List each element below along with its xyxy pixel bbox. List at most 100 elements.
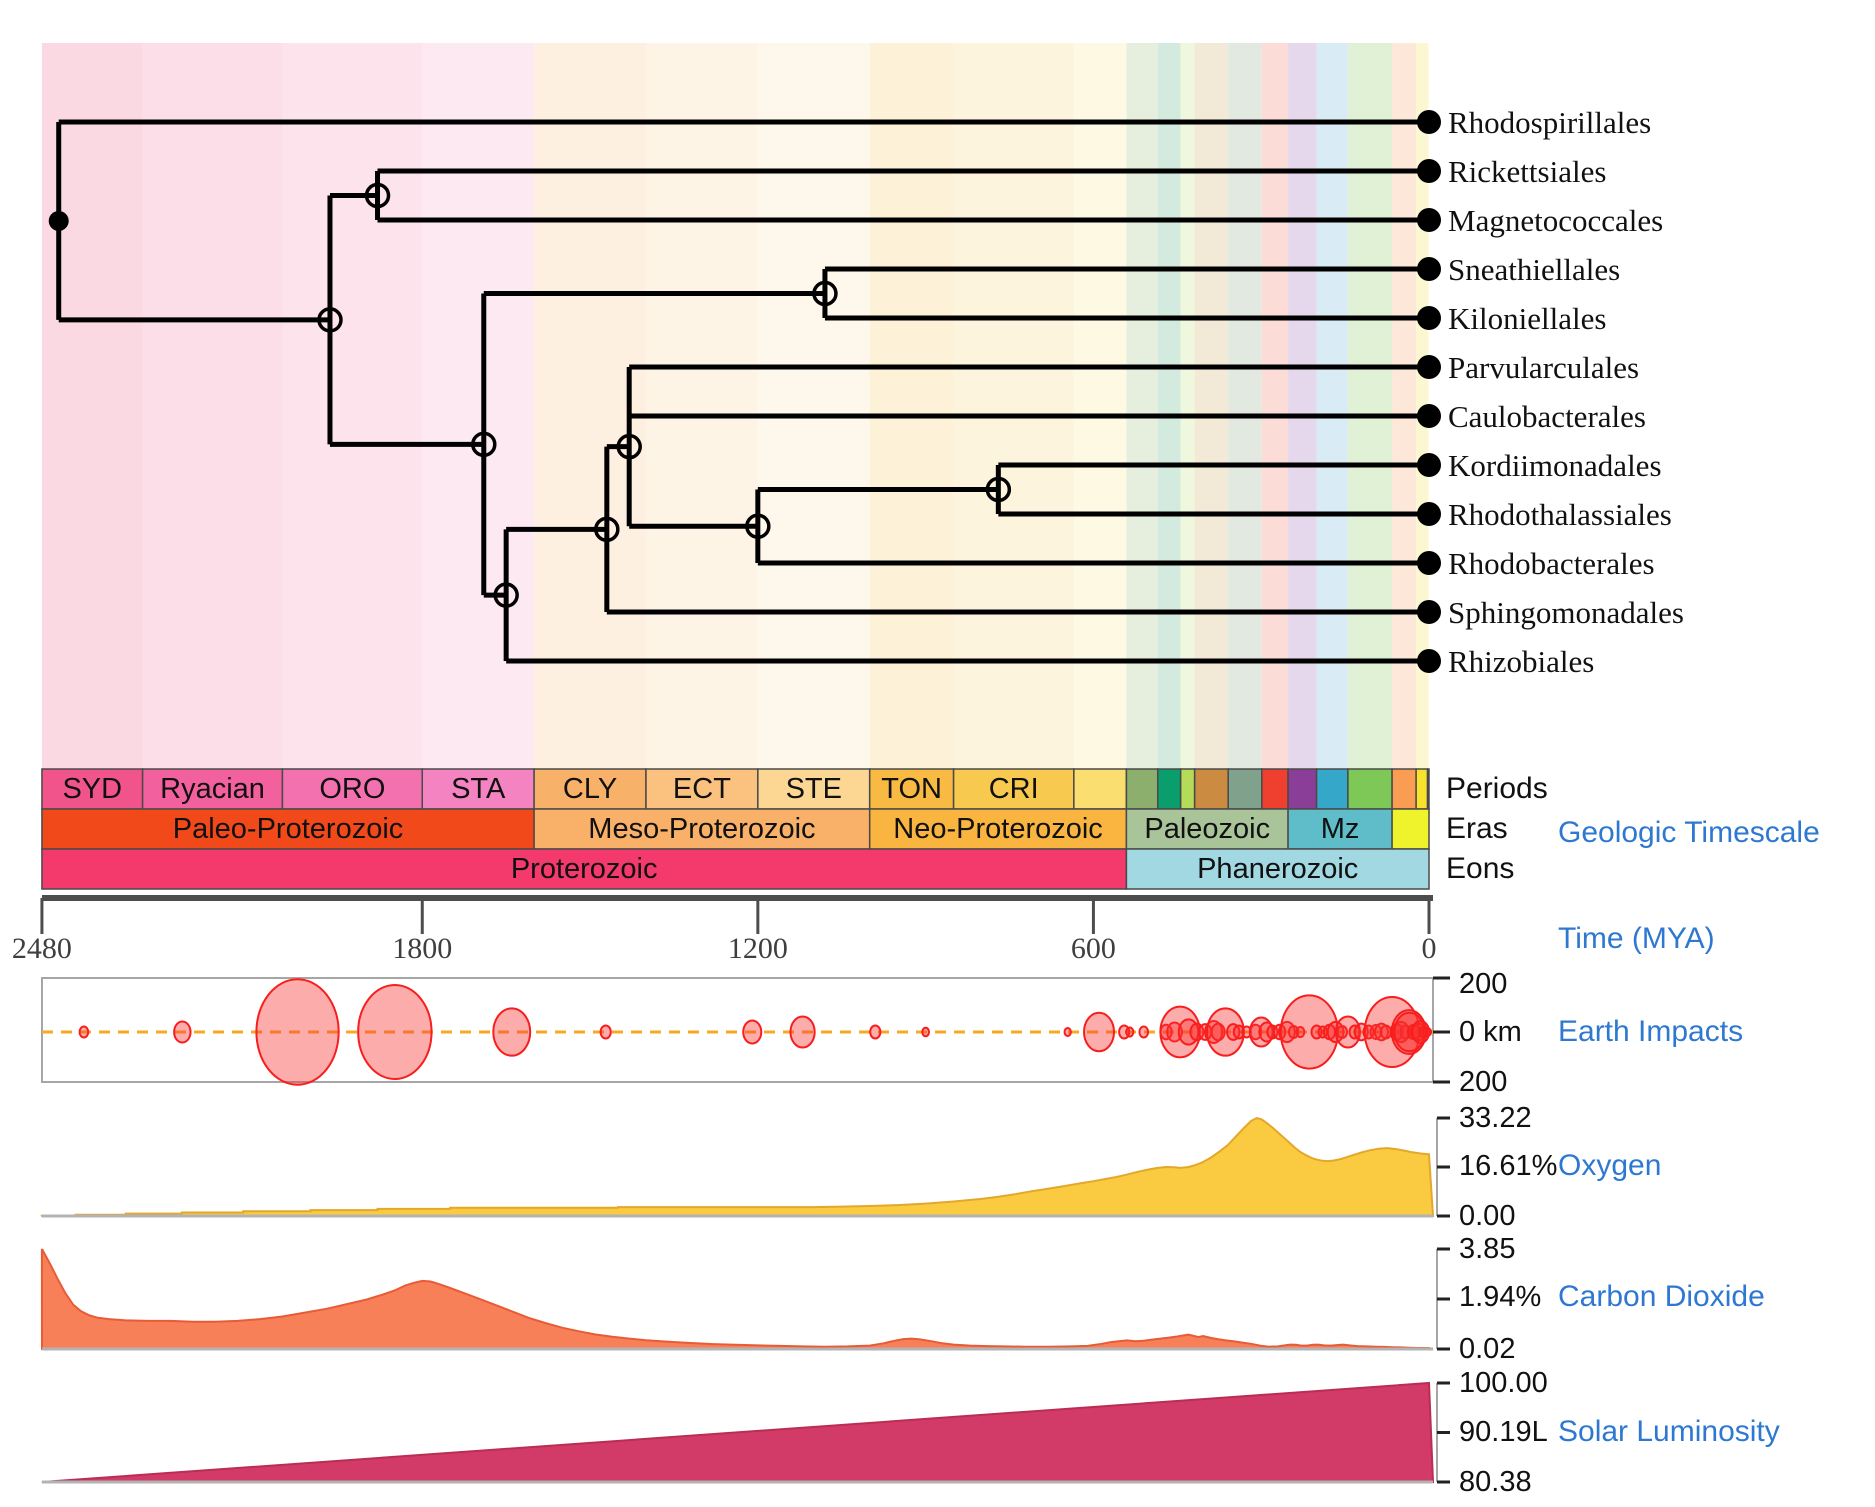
period-band	[1073, 43, 1127, 769]
impact-event-bubble[interactable]	[255, 978, 340, 1086]
carbon-dioxide-panel-area	[40, 1248, 1434, 1350]
impact-event-bubble[interactable]	[1204, 1020, 1224, 1044]
time-tick-label: 2480	[12, 932, 72, 965]
period-segment[interactable]	[1315, 768, 1349, 810]
period-segment[interactable]	[1156, 768, 1182, 810]
period-band	[953, 43, 1074, 769]
impact-event-bubble[interactable]	[1424, 1027, 1433, 1037]
impacts-axis-top: 200	[1459, 968, 1508, 1000]
oxygen-axis-top: 33.22	[1459, 1102, 1532, 1134]
time-tick-label: 1800	[392, 932, 452, 965]
impacts-axis-mid: 0 km	[1459, 1016, 1522, 1048]
leaf-tip-dot	[1417, 257, 1441, 281]
era-label: Neo-Proterozoic	[893, 813, 1103, 845]
era-segment[interactable]	[868, 808, 1128, 850]
period-segment[interactable]	[141, 768, 284, 810]
impacts-panel-box	[41, 977, 1434, 1083]
period-segment[interactable]	[1347, 768, 1393, 810]
taxon-label: Caulobacterales	[1448, 399, 1646, 434]
periods-row-label: Periods	[1446, 772, 1548, 805]
time-tick-label: 1200	[728, 932, 788, 965]
impact-event-bubble[interactable]	[78, 1025, 90, 1039]
era-label: Meso-Proterozoic	[588, 813, 815, 845]
period-band	[1261, 43, 1289, 769]
impact-event-bubble[interactable]	[742, 1019, 763, 1045]
solar-axis-bottom: 80.38	[1459, 1466, 1532, 1498]
impact-event-bubble[interactable]	[1083, 1011, 1116, 1053]
impact-event-bubble[interactable]	[1063, 1026, 1072, 1038]
taxon-label: Rhizobiales	[1448, 644, 1594, 679]
impact-event-bubble[interactable]	[357, 983, 433, 1081]
taxon-label: Rhodobacterales	[1448, 546, 1655, 581]
leaf-tip-dot	[1417, 208, 1441, 232]
time-axis-label: Time (MYA)	[1558, 922, 1715, 955]
impact-event-bubble[interactable]	[921, 1026, 930, 1038]
internal-node-circle	[364, 182, 391, 209]
era-segment[interactable]	[1125, 808, 1289, 850]
geologic-timescale-label: Geologic Timescale	[1558, 816, 1820, 849]
period-label: STA	[451, 773, 506, 805]
impact-event-bubble[interactable]	[1125, 1026, 1135, 1038]
period-label: ORO	[319, 773, 385, 805]
impact-event-bubble[interactable]	[1232, 1024, 1245, 1040]
impact-event-bubble[interactable]	[173, 1020, 192, 1044]
impact-event-bubble[interactable]	[1336, 1024, 1349, 1040]
period-segment[interactable]	[1426, 768, 1430, 810]
period-background-bands	[41, 43, 1429, 769]
impact-event-bubble[interactable]	[1138, 1025, 1150, 1039]
taxon-label: Magnetococcales	[1448, 203, 1663, 238]
impact-event-bubble[interactable]	[869, 1024, 882, 1040]
period-segment[interactable]	[757, 768, 871, 810]
period-label: CLY	[563, 773, 617, 805]
eon-segment[interactable]	[1125, 848, 1430, 890]
impact-event-bubble[interactable]	[1241, 1025, 1253, 1039]
impact-event-bubble[interactable]	[1248, 1016, 1274, 1048]
impact-event-bubble[interactable]	[1287, 1024, 1300, 1040]
oxygen-axis-bottom: 0.00	[1459, 1200, 1516, 1232]
period-band	[1194, 43, 1229, 769]
internal-node-circle	[317, 307, 343, 333]
period-band	[1288, 43, 1317, 769]
period-segment[interactable]	[533, 768, 647, 810]
time-tick-label: 600	[1071, 932, 1116, 965]
period-segment[interactable]	[1179, 768, 1196, 810]
impact-event-bubble[interactable]	[1166, 1021, 1183, 1043]
impact-event-bubble[interactable]	[492, 1007, 532, 1057]
period-segment[interactable]	[1287, 768, 1318, 810]
impact-event-bubble[interactable]	[1210, 1022, 1226, 1042]
taxon-label: Sneathiellales	[1448, 252, 1620, 287]
era-segment[interactable]	[1287, 808, 1393, 850]
eon-segment[interactable]	[41, 848, 1128, 890]
solar-luminosity-panel	[41, 1381, 1450, 1484]
period-band	[1126, 43, 1158, 769]
tree-root-dot	[48, 210, 69, 231]
impact-event-bubble[interactable]	[1295, 1025, 1306, 1039]
era-segment[interactable]	[1391, 808, 1430, 850]
impact-event-bubble[interactable]	[789, 1015, 816, 1049]
co2-axis-mid: 1.94%	[1459, 1281, 1542, 1313]
period-segment[interactable]	[1073, 768, 1128, 810]
impact-event-bubble[interactable]	[599, 1024, 612, 1040]
era-segment[interactable]	[41, 808, 535, 850]
era-segment[interactable]	[533, 808, 871, 850]
internal-node-circle	[594, 516, 620, 543]
period-segment[interactable]	[1391, 768, 1417, 810]
period-segment[interactable]	[41, 768, 144, 810]
period-band	[757, 43, 870, 769]
leaf-tip-dot	[1417, 110, 1441, 134]
period-segment[interactable]	[1261, 768, 1289, 810]
period-band	[869, 43, 954, 769]
period-segment[interactable]	[1227, 768, 1263, 810]
period-label: CRI	[989, 773, 1039, 805]
period-band	[1180, 43, 1195, 769]
period-segment[interactable]	[1415, 768, 1429, 810]
period-band	[1316, 43, 1348, 769]
period-label: Ryacian	[160, 773, 265, 805]
co2-axis-bottom: 0.02	[1459, 1333, 1516, 1365]
period-segment[interactable]	[1125, 768, 1159, 810]
period-segment[interactable]	[1193, 768, 1229, 810]
period-segment[interactable]	[952, 768, 1075, 810]
